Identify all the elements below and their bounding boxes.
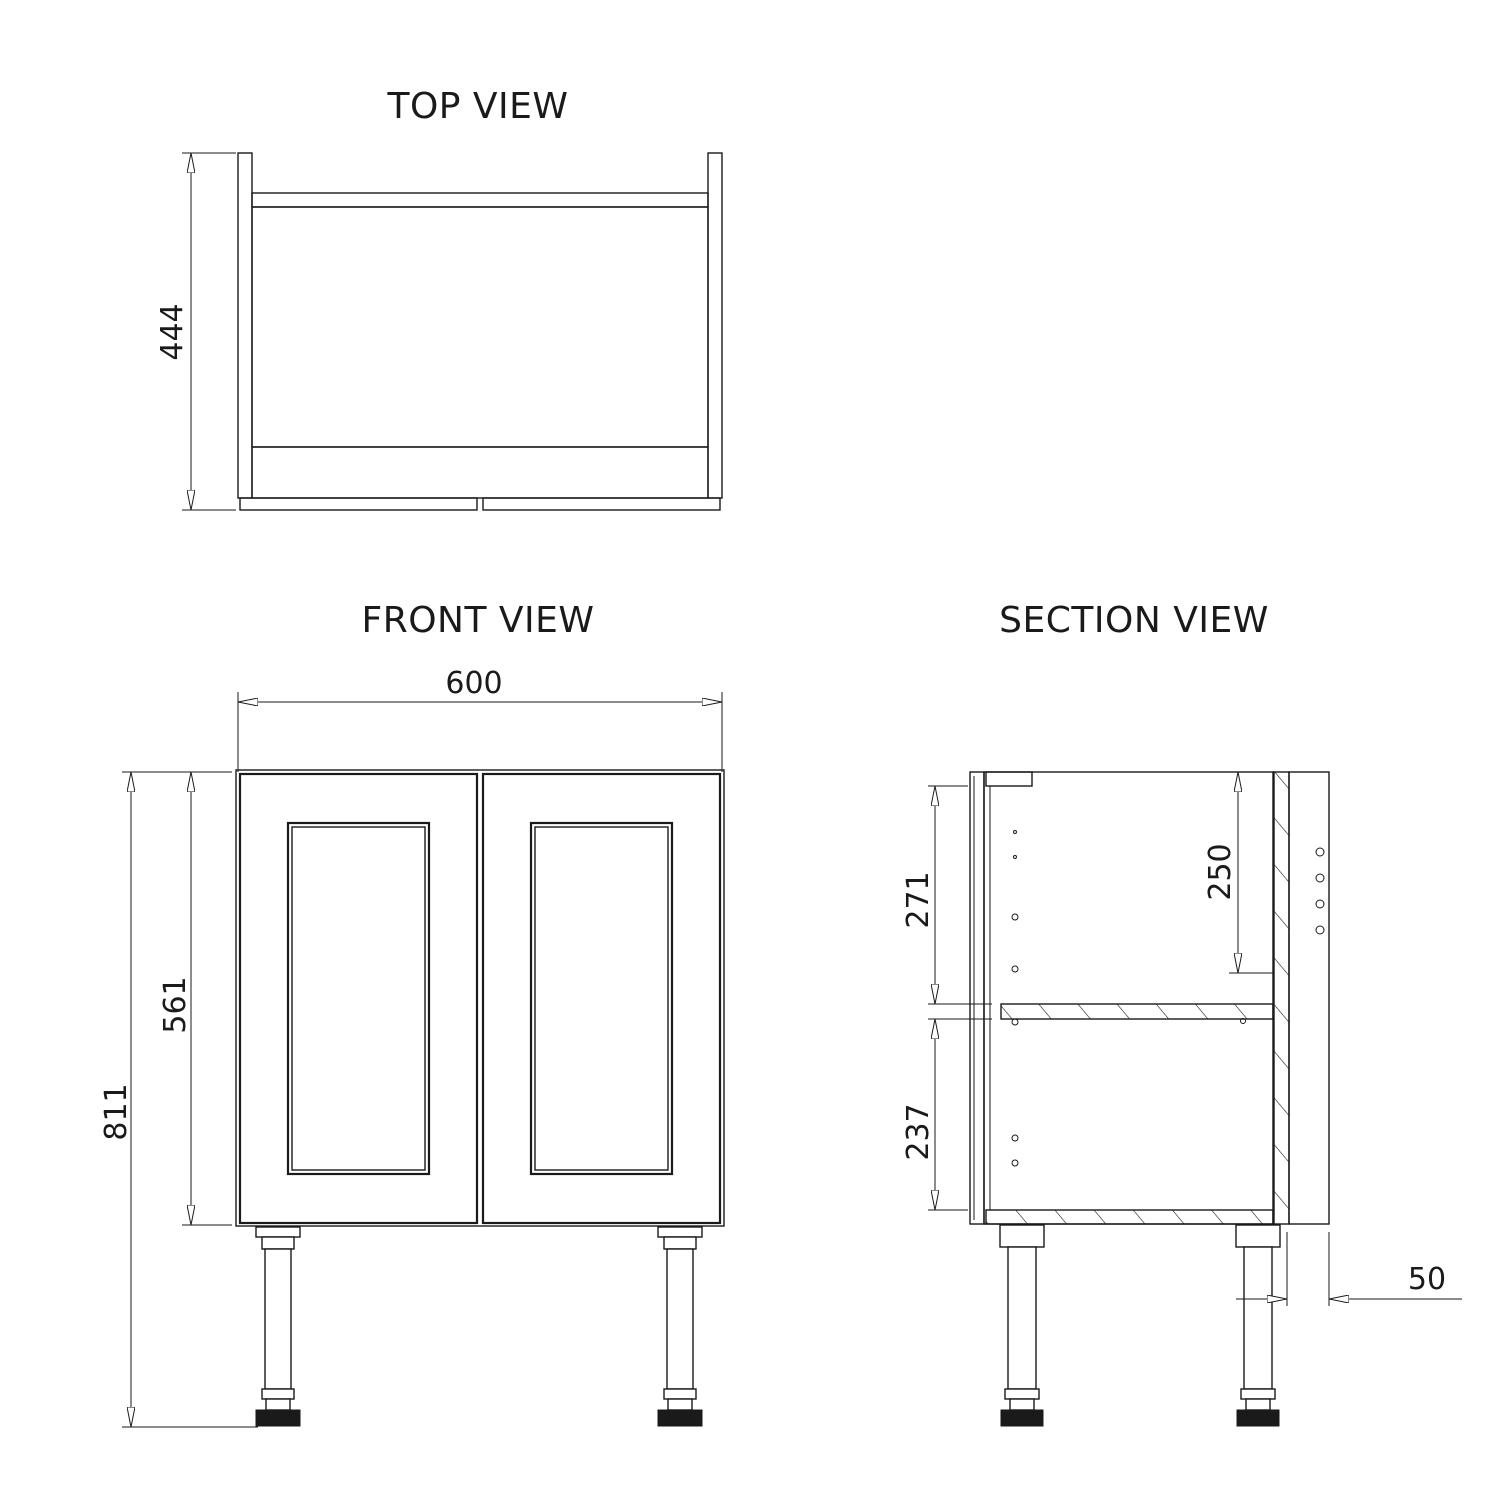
top-view-plan [237,152,723,511]
section-back-panel [1272,771,1290,1225]
section-shelf [1000,1003,1274,1020]
section-carcass-outline [983,771,1275,1225]
section-front-leg [999,1224,1045,1427]
front-carcass-height-label: 561 [158,976,193,1033]
section-back-void-label: 50 [1408,1262,1446,1297]
section-upper-gap-label: 271 [901,871,936,928]
front-view-title: FRONT VIEW [361,600,594,641]
top-depth-dimension: 444 [155,152,236,511]
top-view: TOP VIEW 444 [155,86,723,511]
top-front-frame [251,446,709,499]
front-cabinet [235,769,725,1227]
front-view: FRONT VIEW 600 [99,600,725,1428]
front-overall-height-dimension: 811 [99,771,258,1428]
section-shelf-dimension: 250 [1203,772,1273,974]
front-left-leg [255,1226,301,1427]
section-back-void-dimension: 50 [1236,1232,1462,1306]
front-right-door [481,772,722,1225]
top-right-side-panel [707,152,723,499]
front-carcass-height-dimension: 561 [158,771,232,1226]
section-shelf-label: 250 [1203,843,1238,900]
front-overall-height-label: 811 [99,1083,134,1140]
right-door-panel [529,821,674,1176]
top-view-title: TOP VIEW [386,86,568,127]
right-door-panel-inner [534,826,669,1171]
top-left-door [239,497,478,511]
section-bottom-panel [985,1209,1274,1225]
front-width-label: 600 [445,666,502,701]
section-door-edge [969,771,985,1225]
left-door-panel-inner [291,826,426,1171]
section-lower-gap-dimension: 237 [901,1018,992,1211]
section-view-title: SECTION VIEW [999,600,1269,641]
top-depth-label: 444 [155,303,190,360]
left-door-panel [286,821,431,1176]
front-carcass-outline [235,769,725,1227]
section-upper-gap-dimension: 271 [901,785,992,1005]
top-left-side-panel [237,152,253,499]
top-body-outline [251,206,709,448]
section-back-void [1288,771,1330,1225]
front-left-door [238,772,479,1225]
section-shelf-pin-holes [1011,830,1325,1167]
top-right-door [482,497,721,511]
front-right-leg [657,1226,703,1427]
section-top-rail [985,771,1033,787]
section-back-leg [1235,1224,1281,1427]
front-width-dimension: 600 [237,666,723,772]
top-back-rail [251,192,709,208]
section-lower-gap-label: 237 [901,1103,936,1160]
section-view: SECTION VIEW [901,600,1462,1427]
